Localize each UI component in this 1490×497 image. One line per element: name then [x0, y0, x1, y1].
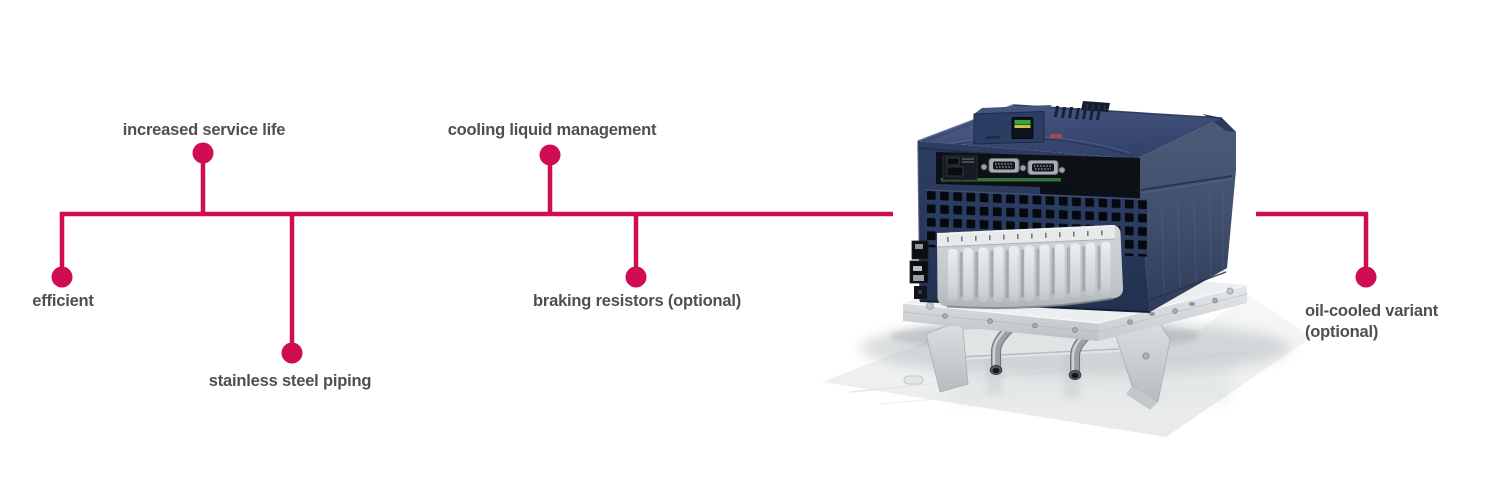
callout-dot-oil-cooled-variant [1355, 266, 1377, 288]
body-right-face [1136, 114, 1236, 312]
trunk-line-right [1256, 211, 1369, 275]
callout-dot-cooling-liquid-management [539, 144, 561, 166]
callout-dot-braking-resistors [625, 266, 647, 288]
panel-screw [1058, 166, 1066, 174]
top-red-label [1050, 134, 1062, 138]
trunk-line-left [59, 211, 893, 275]
dsub-connector-1 [988, 158, 1020, 173]
dsub-connector-2 [1027, 160, 1059, 175]
terminal-label-strip [937, 225, 1115, 247]
callout-dots [51, 142, 1377, 364]
callout-label-cooling-liquid-management: cooling liquid management [447, 121, 657, 139]
callout-label-braking-resistors: braking resistors (optional) [532, 292, 742, 310]
ethernet-module [973, 105, 1052, 145]
panel-screw [980, 163, 988, 171]
callout-dot-stainless-steel-piping [281, 342, 303, 364]
callout-label-oil-cooled-variant: oil-cooled variant (optional) [1305, 301, 1438, 343]
callout-label-efficient: efficient [32, 292, 94, 310]
top-rear-connector [1081, 101, 1110, 112]
side-connectors [909, 240, 929, 299]
callout-label-oil-cooled-variant-line2: (optional) [1305, 323, 1379, 341]
base-screws [942, 297, 1218, 333]
top-vent-slots [1054, 106, 1101, 120]
callout-dot-efficient [51, 266, 73, 288]
bracket-slot [903, 375, 924, 385]
terminal-markings [947, 230, 1103, 242]
ethernet-module-label [986, 136, 1000, 139]
callout-dot-increased-service-life [192, 142, 214, 164]
terminal-ribs [948, 242, 1111, 302]
callout-label-oil-cooled-variant-line1: oil-cooled variant [1305, 302, 1439, 320]
panel-screw [1019, 164, 1027, 172]
pcb-edge [941, 178, 1061, 182]
callout-label-increased-service-life: increased service life [122, 121, 286, 139]
callout-label-stainless-steel-piping: stainless steel piping [208, 372, 372, 390]
terminal-cover [936, 224, 1124, 310]
io-connector-panel [936, 152, 1140, 204]
callout-connector-lines [59, 155, 1369, 351]
product-render-liquid-cooled-drive [822, 101, 1312, 437]
ethernet-port [1011, 117, 1034, 139]
option-module [942, 155, 978, 181]
